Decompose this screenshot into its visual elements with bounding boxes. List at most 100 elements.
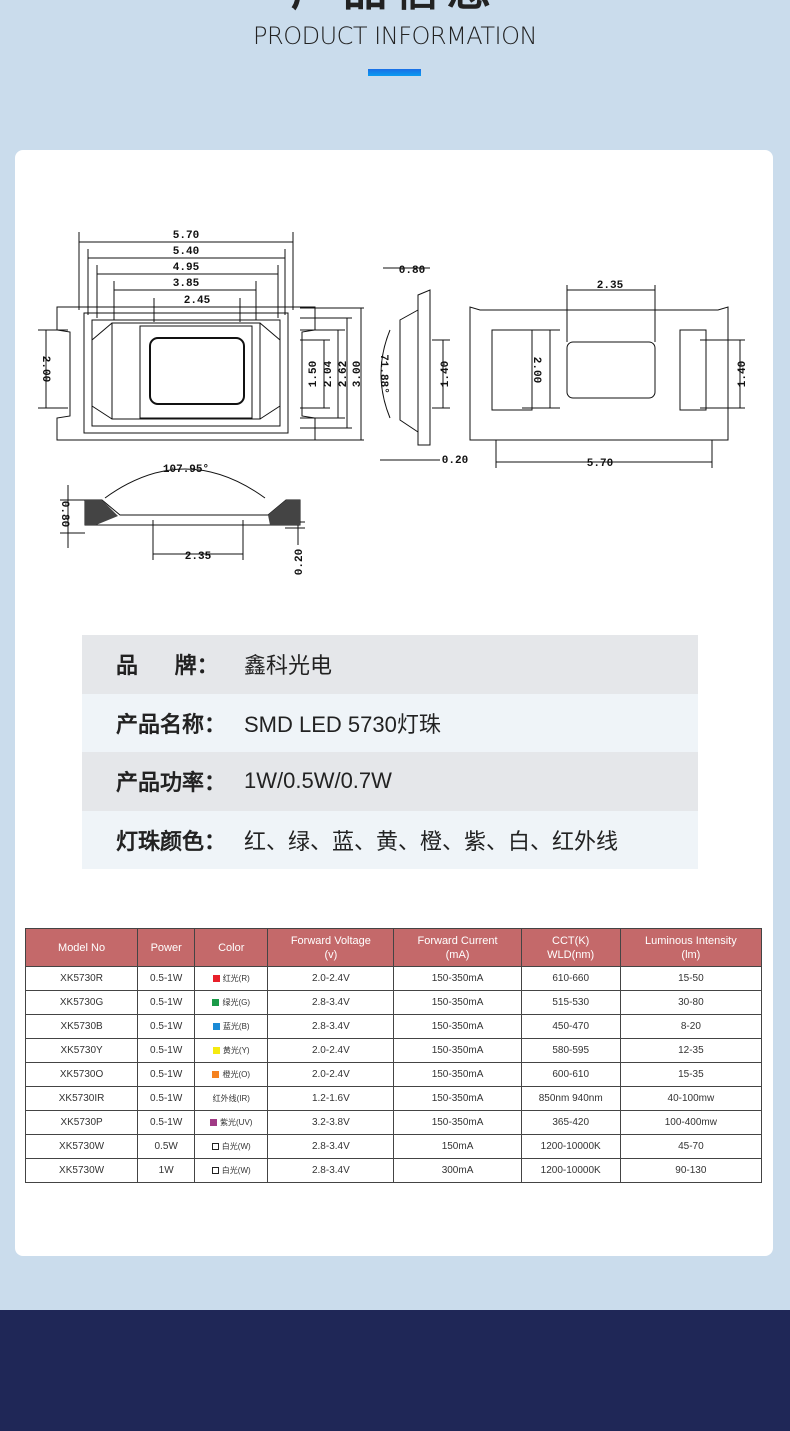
dim-label: 0.20 xyxy=(442,455,468,467)
dim-label: 1.50 xyxy=(308,361,320,387)
info-value: 1W/0.5W/0.7W xyxy=(244,768,392,794)
cell-text: 1200-10000K xyxy=(540,1165,601,1176)
cell-cct: 850nm 940nm xyxy=(520,1086,621,1111)
cell-text: 150mA xyxy=(441,1141,474,1152)
cell-text: 紫光(UV) xyxy=(220,1118,253,1127)
cell-text: XK5730G xyxy=(59,997,104,1008)
cell-text: 150-350mA xyxy=(431,1021,484,1032)
cell-fc: 150-350mA xyxy=(393,1062,522,1087)
column-header: CCT(K)WLD(nm) xyxy=(520,928,621,967)
dim-label: 3.00 xyxy=(352,361,364,387)
cell-power: 0.5-1W xyxy=(137,1038,196,1063)
cell-cct: 580-595 xyxy=(520,1038,621,1063)
info-label: 品 牌： xyxy=(116,653,219,679)
cell-lm: 90-130 xyxy=(619,1158,763,1183)
dim-label: 5.70 xyxy=(587,458,613,470)
cell-cct: 1200-10000K xyxy=(520,1134,621,1159)
cell-text: 150-350mA xyxy=(431,997,484,1008)
cell-fc: 150mA xyxy=(393,1134,522,1159)
cell-text: 0.5-1W xyxy=(150,1093,183,1104)
dim-label: 3.85 xyxy=(173,278,200,290)
cell-lm: 15-35 xyxy=(619,1062,763,1087)
column-header: Luminous Intensity(lm) xyxy=(619,928,763,967)
cell-text: 白光(W) xyxy=(221,1142,251,1151)
cell-text: 12-35 xyxy=(678,1045,704,1056)
cell-power: 0.5-1W xyxy=(137,990,196,1015)
cell-text: 2.8-3.4V xyxy=(311,1021,350,1032)
cell-text: 450-470 xyxy=(552,1021,590,1032)
title-underline xyxy=(368,69,421,76)
color-swatch-icon xyxy=(212,974,220,982)
cell-text: 0.5-1W xyxy=(150,1069,183,1080)
cell-text: 150-350mA xyxy=(431,1093,484,1104)
cell-text: 300mA xyxy=(441,1165,474,1176)
cell-text: 8-20 xyxy=(680,1021,701,1032)
cell-text: 0.5-1W xyxy=(150,973,183,984)
cell-text: 红外线(IR) xyxy=(212,1094,250,1103)
dim-label: 4.95 xyxy=(173,262,200,274)
column-header: Color xyxy=(194,928,269,967)
section-title-cn: 产品信息 xyxy=(0,0,790,14)
cell-text: 绿光(G) xyxy=(222,998,251,1007)
info-label: 灯珠颜色： xyxy=(116,828,227,854)
cell-text: 0.5-1W xyxy=(150,1117,183,1128)
color-swatch-icon xyxy=(211,1142,219,1150)
cell-text: 0.5-1W xyxy=(150,997,183,1008)
cell-color: 红外线(IR) xyxy=(194,1086,269,1111)
info-row-colors: 灯珠颜色： 红、绿、蓝、黄、橙、紫、白、红外线 xyxy=(82,810,698,869)
cell-fc: 150-350mA xyxy=(393,1110,522,1135)
dim-label: 5.40 xyxy=(173,246,199,258)
cell-lm: 12-35 xyxy=(619,1038,763,1063)
cell-text: 150-350mA xyxy=(431,1069,484,1080)
cell-color: 紫光(UV) xyxy=(194,1110,269,1135)
cell-text: 90-130 xyxy=(675,1165,707,1176)
cell-power: 0.5-1W xyxy=(137,1062,196,1087)
cell-text: XK5730B xyxy=(60,1021,103,1032)
dim-label: 0.80 xyxy=(58,501,70,527)
cell-text: 0.5-1W xyxy=(150,1021,183,1032)
cell-text: 15-35 xyxy=(678,1069,704,1080)
cell-text: XK5730Y xyxy=(60,1045,103,1056)
cell-text: 3.2-3.8V xyxy=(311,1117,350,1128)
dim-label: 2.35 xyxy=(597,280,624,292)
cell-text: XK5730W xyxy=(59,1165,105,1176)
cell-text: 红光(R) xyxy=(222,974,250,983)
cell-text: 2.8-3.4V xyxy=(311,997,350,1008)
cell-text: 580-595 xyxy=(552,1045,590,1056)
column-header: Forward Voltage(v) xyxy=(267,928,395,967)
cell-lm: 45-70 xyxy=(619,1134,763,1159)
cell-text: 2.0-2.4V xyxy=(311,973,350,984)
cell-fc: 150-350mA xyxy=(393,1038,522,1063)
cell-model: XK5730W xyxy=(24,1134,139,1159)
cell-text: 150-350mA xyxy=(431,1117,484,1128)
column-header: Forward Current(mA) xyxy=(393,928,522,967)
cell-model: XK5730B xyxy=(24,1014,139,1039)
cell-cct: 600-610 xyxy=(520,1062,621,1087)
cell-text: 2.0-2.4V xyxy=(311,1045,350,1056)
cell-fc: 150-350mA xyxy=(393,1086,522,1111)
dim-label: 0.80 xyxy=(399,265,425,277)
cell-text: 2.8-3.4V xyxy=(311,1141,350,1152)
dim-label: 2.35 xyxy=(185,551,212,563)
column-header: Model No xyxy=(24,928,139,967)
dim-label: 1.40 xyxy=(737,361,749,387)
cell-lm: 30-80 xyxy=(619,990,763,1015)
dim-label: 2.62 xyxy=(338,361,350,387)
cell-power: 0.5-1W xyxy=(137,1110,196,1135)
cell-text: 150-350mA xyxy=(431,973,484,984)
color-swatch-icon xyxy=(212,998,220,1006)
section-title-en: PRODUCT INFORMATION xyxy=(253,22,537,50)
cell-text: 橙光(O) xyxy=(222,1070,251,1079)
info-row-power: 产品功率：1W/0.5W/0.7W xyxy=(82,752,698,811)
dim-label: 2.00 xyxy=(39,356,51,382)
cell-text: XK5730P xyxy=(60,1117,103,1128)
info-value: 红、绿、蓝、黄、橙、紫、白、红外线 xyxy=(244,828,619,854)
cell-text: 2.8-3.4V xyxy=(311,1165,350,1176)
dim-label: 2.45 xyxy=(184,295,211,307)
